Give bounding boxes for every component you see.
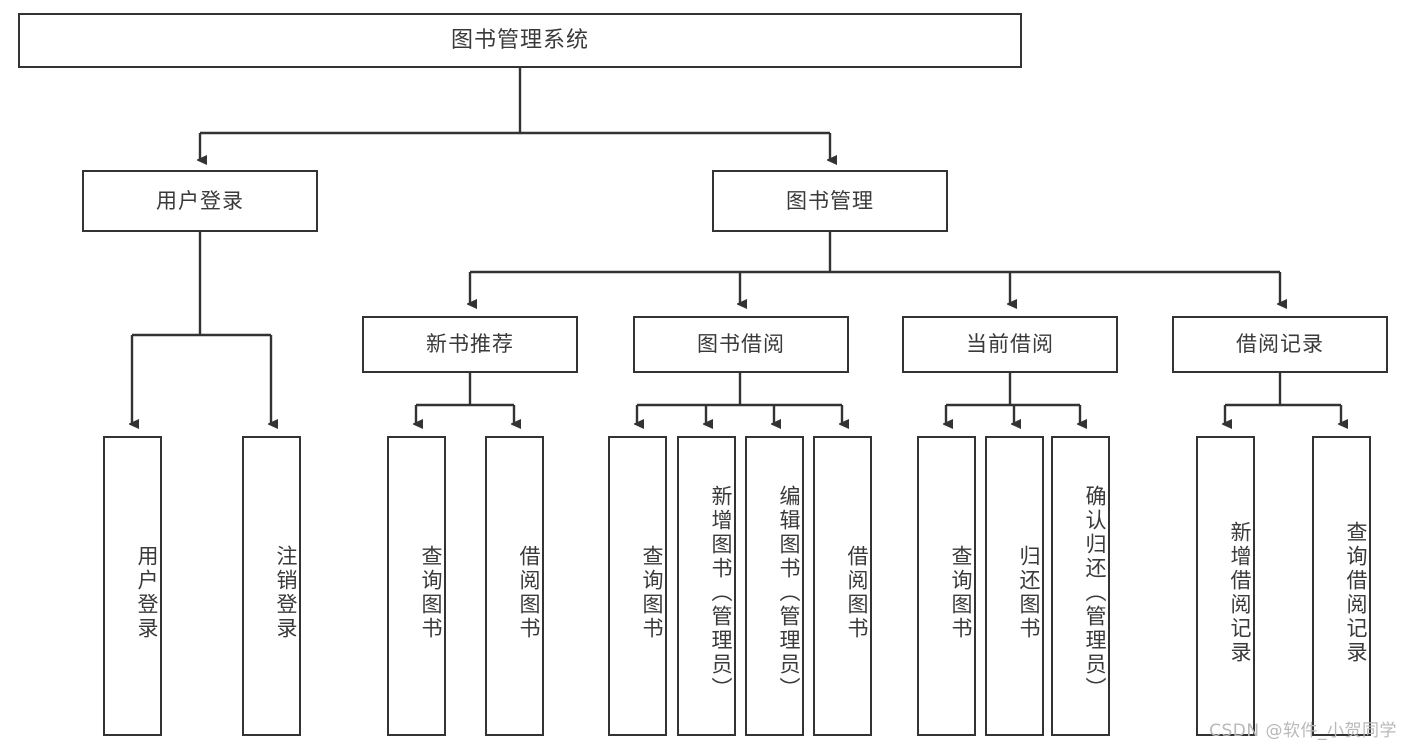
node-label: 查询图书 — [419, 545, 443, 641]
leaf-confirm-return[interactable]: 确认归还（管理员） — [1051, 436, 1110, 736]
node-label: 借阅图书 — [517, 545, 541, 641]
node-book-manage[interactable]: 图书管理 — [712, 170, 948, 232]
leaf-edit-book[interactable]: 编辑图书（管理员） — [745, 436, 804, 736]
node-label: 注销登录 — [274, 545, 298, 641]
leaf-borrow-book-2[interactable]: 借阅图书 — [813, 436, 872, 736]
leaf-return-book[interactable]: 归还图书 — [985, 436, 1044, 736]
node-label: 确认归还（管理员） — [1083, 485, 1107, 701]
leaf-query-book-3[interactable]: 查询图书 — [917, 436, 976, 736]
leaf-logout-login[interactable]: 注销登录 — [242, 436, 301, 736]
leaf-borrow-book-1[interactable]: 借阅图书 — [485, 436, 544, 736]
node-root-system[interactable]: 图书管理系统 — [18, 13, 1022, 68]
node-label: 图书借阅 — [697, 332, 785, 357]
node-label: 用户登录 — [135, 545, 159, 641]
node-label: 当前借阅 — [966, 332, 1054, 357]
node-label: 借阅图书 — [845, 545, 869, 641]
leaf-query-book-1[interactable]: 查询图书 — [387, 436, 446, 736]
node-label: 图书管理系统 — [450, 27, 589, 53]
node-label: 查询图书 — [949, 545, 973, 641]
node-borrow-record[interactable]: 借阅记录 — [1172, 316, 1388, 373]
leaf-user-login[interactable]: 用户登录 — [103, 436, 162, 736]
node-label: 新增图书（管理员） — [709, 485, 733, 701]
node-label: 新增借阅记录 — [1228, 521, 1252, 665]
node-label: 用户登录 — [156, 188, 244, 213]
node-label: 新书推荐 — [426, 332, 514, 357]
node-new-book-recommend[interactable]: 新书推荐 — [362, 316, 578, 373]
leaf-add-borrow-record[interactable]: 新增借阅记录 — [1196, 436, 1255, 736]
node-label: 编辑图书（管理员） — [777, 485, 801, 701]
csdn-watermark: CSDN @软件_小贺同学 — [1209, 721, 1397, 741]
node-label: 查询图书 — [640, 545, 664, 641]
leaf-add-book[interactable]: 新增图书（管理员） — [677, 436, 736, 736]
node-user-login[interactable]: 用户登录 — [82, 170, 318, 232]
node-label: 图书管理 — [786, 188, 874, 213]
leaf-query-borrow-record[interactable]: 查询借阅记录 — [1312, 436, 1371, 736]
node-current-borrow[interactable]: 当前借阅 — [902, 316, 1118, 373]
node-label: 借阅记录 — [1236, 332, 1324, 357]
node-book-borrow[interactable]: 图书借阅 — [633, 316, 849, 373]
node-label: 归还图书 — [1017, 545, 1041, 641]
node-label: 查询借阅记录 — [1344, 521, 1368, 665]
leaf-query-book-2[interactable]: 查询图书 — [608, 436, 667, 736]
